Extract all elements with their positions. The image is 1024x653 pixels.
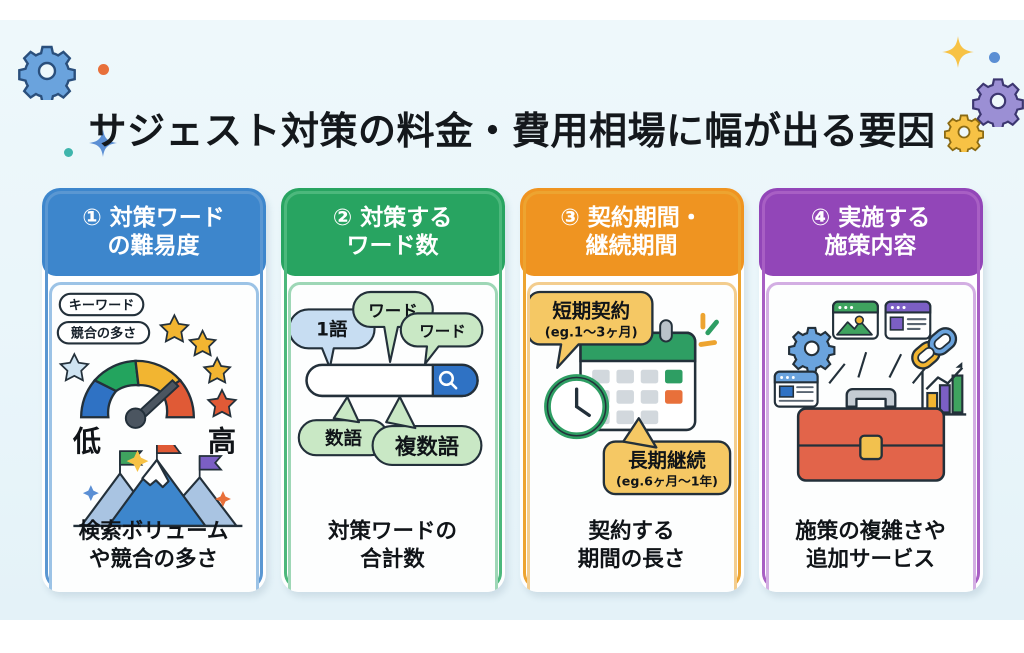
bubble-word-2: ワード: [399, 312, 483, 365]
card-4-footer: 施策の複雑さや 追加サービス: [769, 500, 973, 592]
dot-teal: [64, 148, 73, 157]
dot-orange: [98, 64, 109, 75]
bubble-word-1: ワード: [351, 290, 434, 364]
mountains-illustration: [72, 445, 242, 528]
card-2-body: 1語 ワード ワード: [287, 282, 498, 592]
gear-icon-yellow: [944, 114, 984, 152]
bubble-short-term-subtitle: (eg.1〜3ヶ月): [544, 325, 637, 341]
gauge-label-competition: 競合の多さ: [56, 320, 150, 345]
flag-purple: [198, 455, 223, 471]
infographic-canvas: サジェスト対策の料金・費用相場に幅が出る要因 ① 対策ワード の難易度: [0, 20, 1024, 620]
browser-window-small-icon: [773, 370, 819, 408]
gauge-needle: [124, 378, 180, 429]
bubble-fukusuugo: 複数語: [371, 395, 482, 466]
gauge-scale-high: 高: [207, 425, 235, 458]
card-1-footer-line2: や競合の多さ: [88, 547, 218, 572]
card-3-header-line2: 継続期間: [585, 233, 678, 259]
bubble-suugo-text: 数語: [325, 428, 362, 450]
bubble-short-term-title: 短期契約: [552, 299, 630, 322]
bubble-short-term: 短期契約 (eg.1〜3ヶ月): [529, 290, 654, 369]
card-3-header-line1: ③ 契約期間・: [560, 204, 703, 231]
calendar-cell-highlight-green: [664, 369, 683, 384]
card-2-header-line2: ワード数: [346, 233, 439, 259]
difficulty-gauge-and-mountains-illustration: キーワード 競合の多さ: [56, 292, 238, 458]
sparkle-icon-yellow: [942, 36, 974, 68]
bubble-long-term: 長期継続 (eg.6ヶ月〜1年): [602, 417, 731, 496]
card-1-body: キーワード 競合の多さ: [48, 282, 259, 592]
gauge-label-keyword: キーワード: [58, 292, 144, 317]
calendar-cell-highlight-orange: [664, 390, 683, 404]
bar-chart-icon: [920, 361, 966, 416]
bubble-fukusuugo-text: 複数語: [394, 434, 458, 460]
card-2-footer: 対策ワードの 合計数: [291, 500, 495, 592]
card-1-footer-line1: 検索ボリューム: [78, 519, 229, 545]
star-3: [187, 328, 217, 357]
card-1-header-line1: ① 対策ワード: [82, 204, 225, 231]
card-3-header: ③ 契約期間・ 継続期間: [519, 188, 744, 276]
card-1-header: ① 対策ワード の難易度: [41, 188, 266, 276]
bottom-margin: [0, 620, 1024, 653]
search-bar-with-word-bubbles-illustration: 1語 ワード ワード: [290, 290, 483, 466]
bubble-1go-text: 1語: [316, 319, 348, 341]
card-3-footer-line2: 期間の長さ: [577, 547, 686, 572]
sparkle-small-orange: [214, 491, 231, 507]
card-1-header-line2: の難易度: [107, 233, 200, 259]
card-4-header-line2: 施策内容: [824, 233, 917, 259]
gear-icon-blue-tool: [787, 326, 835, 375]
calendar-and-clock-illustration: 短期契約 (eg.1〜3ヶ月) 長期継続 (eg.6ヶ月〜1年): [529, 290, 731, 496]
gauge-label-keyword-text: キーワード: [68, 298, 134, 313]
sparkle-icon-blue: [89, 129, 117, 157]
factor-card-list: ① 対策ワード の難易度: [0, 188, 1024, 600]
gauge-scale-low: 低: [71, 425, 100, 458]
page-title-wrap: サジェスト対策の料金・費用相場に幅が出る要因: [0, 82, 1024, 172]
card-2-footer-line2: 合計数: [360, 547, 425, 572]
clock-icon: [543, 374, 609, 440]
card-4-footer-line1: 施策の複雑さや: [795, 519, 946, 545]
gauge-label-competition-text: 競合の多さ: [70, 325, 136, 342]
card-2-header-line1: ② 対策する: [332, 204, 453, 231]
link-chain-icon: [910, 327, 957, 370]
bubble-long-term-subtitle: (eg.6ヶ月〜1年): [616, 473, 718, 488]
sparkle-small-blue: [82, 485, 99, 502]
browser-window-text-icon: [884, 300, 931, 340]
gear-icon-purple: [972, 78, 1024, 127]
card-4-header: ④ 実施する 施策内容: [758, 188, 983, 276]
card-3-body: 短期契約 (eg.1〜3ヶ月) 長期継続 (eg.6ヶ月〜1年) 契約する: [526, 282, 737, 592]
toolbox-with-seo-tools-illustration: [773, 300, 966, 482]
card-4-header-line1: ④ 実施する: [810, 204, 931, 231]
factor-card-3[interactable]: ③ 契約期間・ 継続期間: [519, 188, 744, 592]
star-2: [158, 313, 190, 344]
magnifier-icon: [438, 370, 457, 390]
toolbox-icon: [796, 387, 945, 482]
rating-stars: [58, 313, 238, 418]
page-title: サジェスト対策の料金・費用相場に幅が出る要因: [88, 108, 936, 153]
bubble-word-1-text: ワード: [368, 301, 418, 320]
card-3-footer: 契約する 期間の長さ: [530, 500, 734, 592]
card-1-footer: 検索ボリューム や競合の多さ: [52, 500, 256, 592]
factor-card-4[interactable]: ④ 実施する 施策内容: [758, 188, 983, 592]
card-4-body: 施策の複雑さや 追加サービス: [765, 282, 976, 592]
dot-blue: [989, 52, 1000, 63]
card-2-footer-line1: 対策ワードの: [327, 519, 457, 545]
top-margin: [0, 0, 1024, 20]
card-4-footer-line2: 追加サービス: [805, 547, 935, 572]
browser-window-image-icon: [831, 300, 879, 340]
search-bar: [304, 363, 479, 398]
bubble-suugo: 数語: [297, 395, 389, 457]
bubble-word-2-text: ワード: [419, 323, 466, 341]
factor-card-2[interactable]: ② 対策する ワード数 1語 ワード: [280, 188, 505, 592]
factor-card-1[interactable]: ① 対策ワード の難易度: [41, 188, 266, 592]
card-3-footer-line1: 契約する: [588, 519, 675, 545]
star-5: [205, 388, 238, 418]
sparkle-small-yellow: [126, 450, 148, 472]
star-1: [58, 352, 90, 382]
star-4: [201, 355, 232, 385]
motion-ticks: [698, 312, 719, 347]
card-2-header: ② 対策する ワード数: [280, 188, 505, 276]
flag-orange: [155, 445, 182, 454]
gear-icon-blue: [18, 45, 76, 100]
bubble-long-term-title: 長期継続: [628, 449, 706, 472]
